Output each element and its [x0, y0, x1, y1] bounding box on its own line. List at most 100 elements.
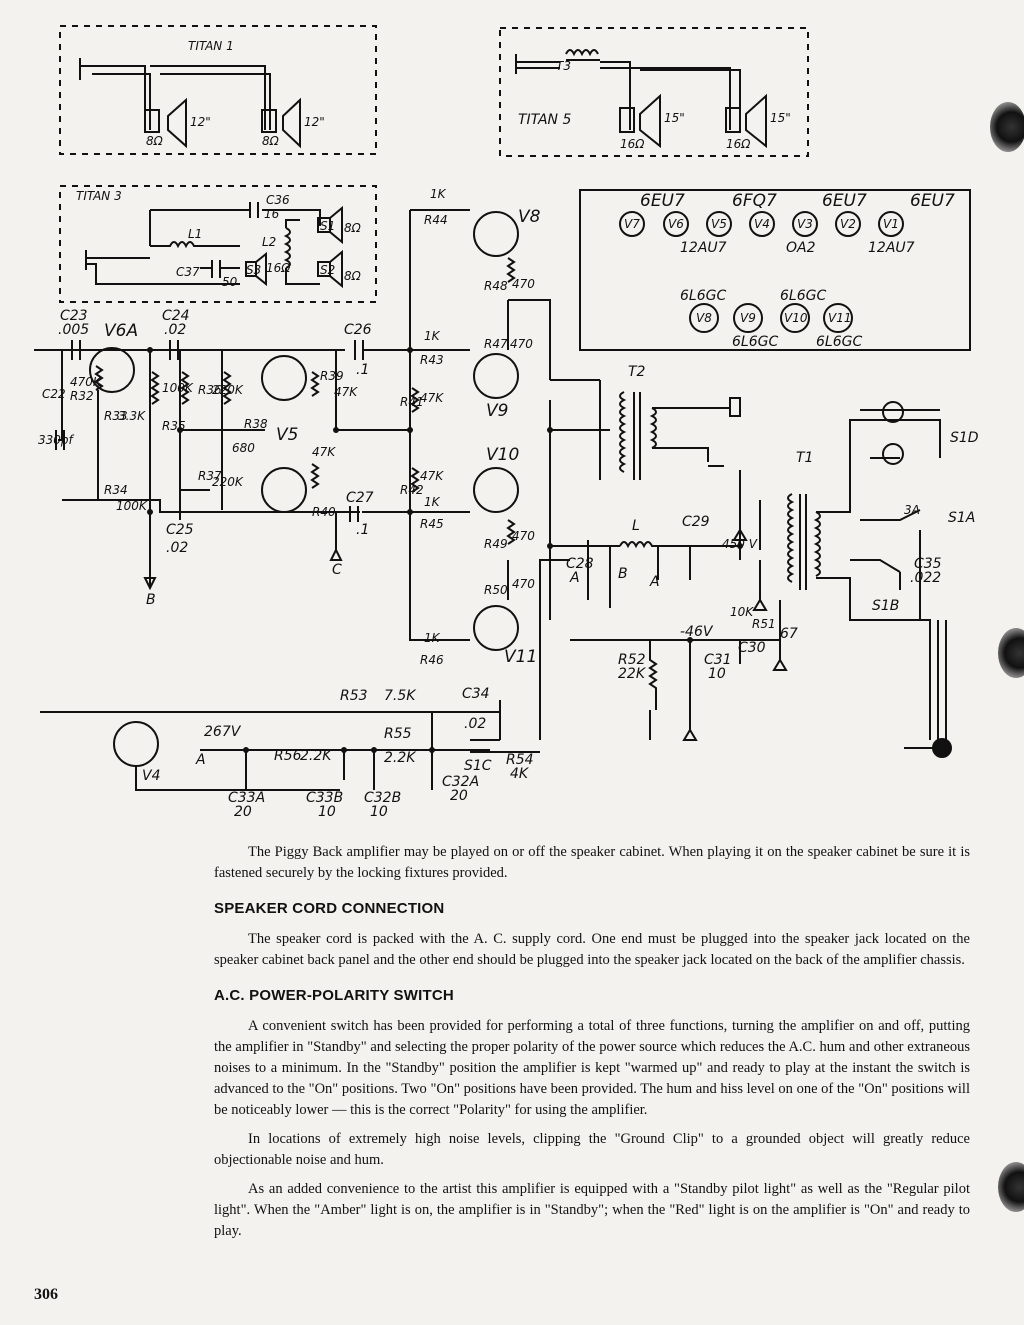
paragraph-speaker-cord: The speaker cord is packed with the A. C… — [214, 931, 970, 968]
node-b: B — [146, 592, 156, 608]
label-r47: R47 — [484, 337, 508, 351]
titan1-imp-b: 8Ω — [262, 134, 280, 148]
label-r34: R34 — [104, 483, 128, 497]
label-v4: V4 — [142, 768, 160, 784]
label-c22-val: 330pf — [38, 433, 75, 447]
label-r40: R40 — [312, 505, 336, 519]
label-r42-val: 47K — [420, 469, 444, 483]
label-r52: R52 — [618, 652, 646, 668]
label-r53-val: 7.5K — [384, 688, 417, 704]
label-c33a-val: 20 — [234, 804, 252, 820]
label-r38: R38 — [244, 417, 268, 431]
label-c33b-val: 10 — [318, 804, 336, 820]
tube-socket-v2: V2 — [840, 217, 856, 231]
label-r50: R50 — [484, 583, 508, 597]
titan3-s2: S2 — [320, 263, 335, 277]
titan5-speaker-a-size: 15" — [664, 111, 685, 125]
label-r52-val: 22K — [618, 666, 647, 682]
titan1-title: TITAN 1 — [188, 39, 234, 53]
label-r38-val: 680 — [232, 441, 255, 455]
label-c23: C23 — [60, 308, 88, 324]
label-r33: R33 — [104, 409, 128, 423]
label-r42: R42 — [400, 483, 424, 497]
label-r33-val: 3.3K — [118, 409, 146, 423]
label-c26-val: .1 — [356, 362, 369, 378]
punch-hole-middle — [998, 628, 1024, 678]
label-r35-val: 100K — [162, 381, 194, 395]
paragraph-ground-clip: In locations of extremely high noise lev… — [214, 1131, 970, 1168]
titan5-box — [499, 27, 809, 157]
label-c28a: A — [569, 570, 580, 586]
label-r32: R32 — [70, 389, 94, 403]
label-c29: C29 — [682, 514, 710, 530]
label-s1b: S1B — [872, 598, 899, 614]
titan3-c36-val: 16 — [264, 207, 280, 221]
titan3-c37-val: 50 — [222, 275, 238, 289]
label-r46-val: 1K — [424, 631, 441, 645]
tube-chart-box — [579, 189, 971, 351]
body-text: The Piggy Back amplifier may be played o… — [214, 842, 970, 1250]
page-number: 306 — [34, 1286, 58, 1303]
tube-sub-4: 6L6GC — [732, 334, 778, 350]
titan1-box — [59, 25, 377, 155]
label-t2: T2 — [628, 364, 646, 380]
label-267v: 267V — [204, 724, 242, 740]
label-r56: R56 — [274, 748, 302, 764]
tube-socket-v7: V7 — [624, 217, 640, 231]
label-r47-val: 470 — [510, 337, 533, 351]
label-s1d: S1D — [950, 430, 979, 446]
tube-type-5: 6L6GC — [680, 288, 726, 304]
label-c28: C28 — [566, 556, 594, 572]
label-c28b: B — [618, 566, 628, 582]
tube-sub-5: 6L6GC — [816, 334, 862, 350]
label-r43: R43 — [420, 353, 444, 367]
titan5-imp-b: 16Ω — [726, 137, 751, 151]
label-r48-val: 470 — [512, 277, 535, 291]
titan3-imp-s2: 8Ω — [344, 269, 362, 283]
label-s1a: S1A — [948, 510, 975, 526]
label-r46: R46 — [420, 653, 444, 667]
titan3-c37: C37 — [176, 265, 200, 279]
tube-socket-v1: V1 — [883, 217, 899, 231]
tube-type-3: 6EU7 — [822, 191, 867, 211]
tube-type-2: 6FQ7 — [732, 191, 777, 211]
label-c32a-val: 20 — [450, 788, 468, 804]
label-r37-val: 220K — [212, 475, 244, 489]
paragraph-power-switch: A convenient switch has been provided fo… — [214, 1018, 970, 1118]
label-bias: -46V — [680, 624, 714, 640]
tube-sub-2: OA2 — [786, 240, 816, 256]
tube-socket-v5: V5 — [711, 217, 727, 231]
tube-socket-v4: V4 — [754, 217, 770, 231]
tube-sub-3: 12AU7 — [868, 240, 915, 256]
label-c34: C34 — [462, 686, 490, 702]
label-r39: R39 — [320, 369, 344, 383]
label-s1c: S1C — [464, 758, 492, 774]
label-r55-val: 2.2K — [384, 750, 417, 766]
label-c23-val: .005 — [58, 322, 89, 338]
label-l: L — [632, 518, 640, 534]
tube-socket-v6: V6 — [668, 217, 684, 231]
label-t1: T1 — [796, 450, 813, 466]
titan3-box — [59, 185, 377, 303]
label-v11: V11 — [504, 647, 537, 667]
paragraph-piggy-back: The Piggy Back amplifier may be played o… — [214, 844, 970, 881]
tube-socket-v3: V3 — [797, 217, 813, 231]
tube-socket-v9: V9 — [740, 311, 756, 325]
label-r44: R44 — [424, 213, 448, 227]
label-r45-val: 1K — [424, 495, 441, 509]
titan1-speaker-a-size: 12" — [190, 115, 211, 129]
label-c24: C24 — [162, 308, 190, 324]
titan5-imp-a: 16Ω — [620, 137, 645, 151]
label-r44-val: 1K — [430, 187, 447, 201]
label-c35: C35 — [914, 556, 942, 572]
label-c26: C26 — [344, 322, 372, 338]
label-c27: C27 — [346, 490, 374, 506]
tube-socket-v10: V10 — [784, 311, 808, 325]
label-r43-val: 1K — [424, 329, 441, 343]
label-c25: C25 — [166, 522, 194, 538]
label-r37: R37 — [198, 469, 222, 483]
label-r34-val: 100K — [116, 499, 148, 513]
node-a: A — [195, 752, 206, 768]
label-450v: 450 V — [722, 537, 758, 551]
